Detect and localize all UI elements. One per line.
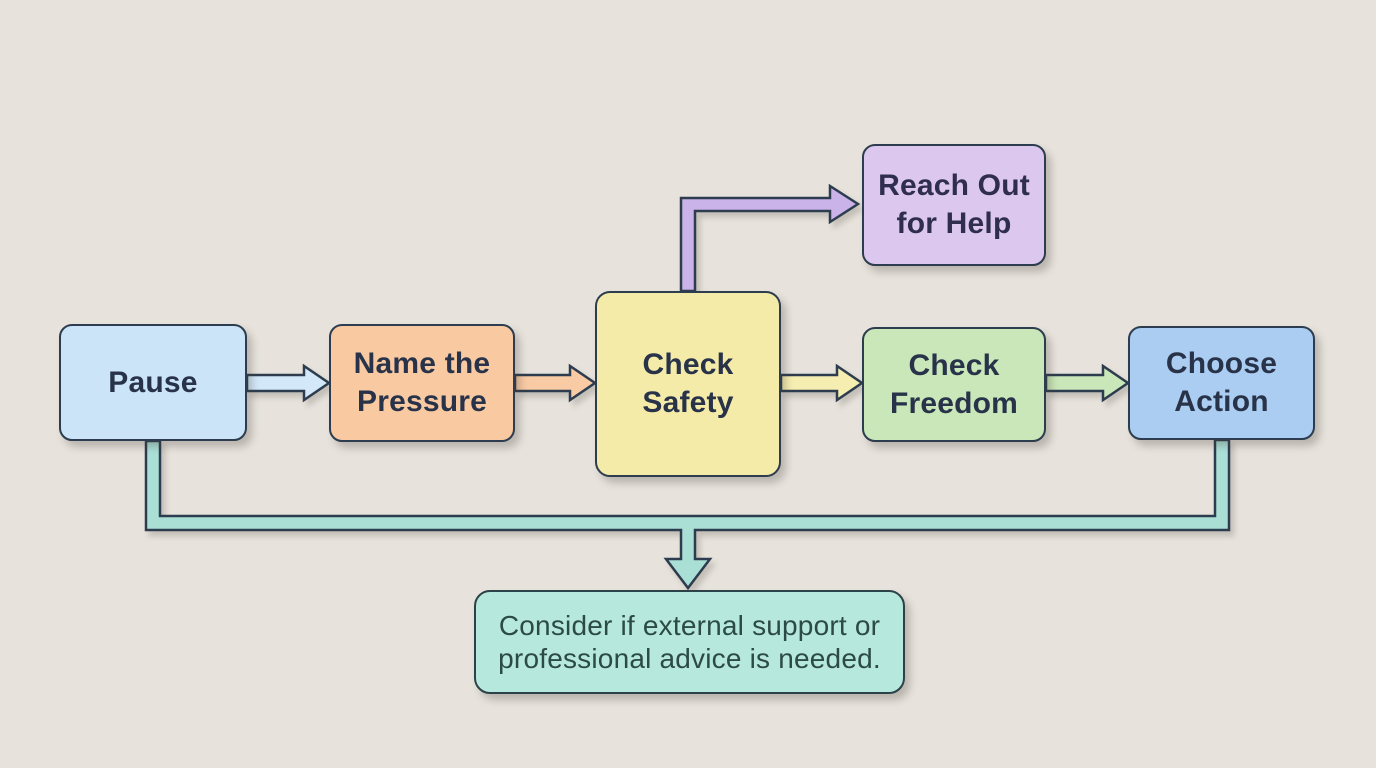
node-check-freedom: Check Freedom — [862, 327, 1046, 442]
elbow-arrow-safety-to-reach-out — [679, 183, 861, 293]
node-name-the-pressure-label: Name the Pressure — [353, 347, 491, 418]
node-check-freedom-label: Check Freedom — [889, 348, 1019, 420]
node-choose-action: Choose Action — [1128, 326, 1315, 440]
node-check-safety-label: Check Safety — [642, 348, 734, 419]
node-choose-action-label: Choose Action — [1165, 347, 1278, 418]
arrow-pause-to-name — [245, 363, 332, 403]
arrow-freedom-to-action — [1044, 363, 1131, 403]
node-reach-out-for-help: Reach Out for Help — [862, 144, 1046, 266]
node-name-the-pressure: Name the Pressure — [329, 324, 515, 442]
node-check-safety: Check Safety — [595, 291, 781, 477]
node-pause-label: Pause — [108, 365, 198, 399]
arrow-safety-to-freedom — [779, 363, 865, 403]
node-consider-support-note: Consider if external support or professi… — [474, 590, 905, 694]
node-consider-support-note-label: Consider if external support or professi… — [498, 609, 881, 674]
merge-connector-to-note — [144, 438, 1231, 591]
node-reach-out-for-help-label: Reach Out for Help — [878, 169, 1030, 240]
node-pause: Pause — [59, 324, 247, 441]
arrow-name-to-safety — [513, 363, 598, 403]
